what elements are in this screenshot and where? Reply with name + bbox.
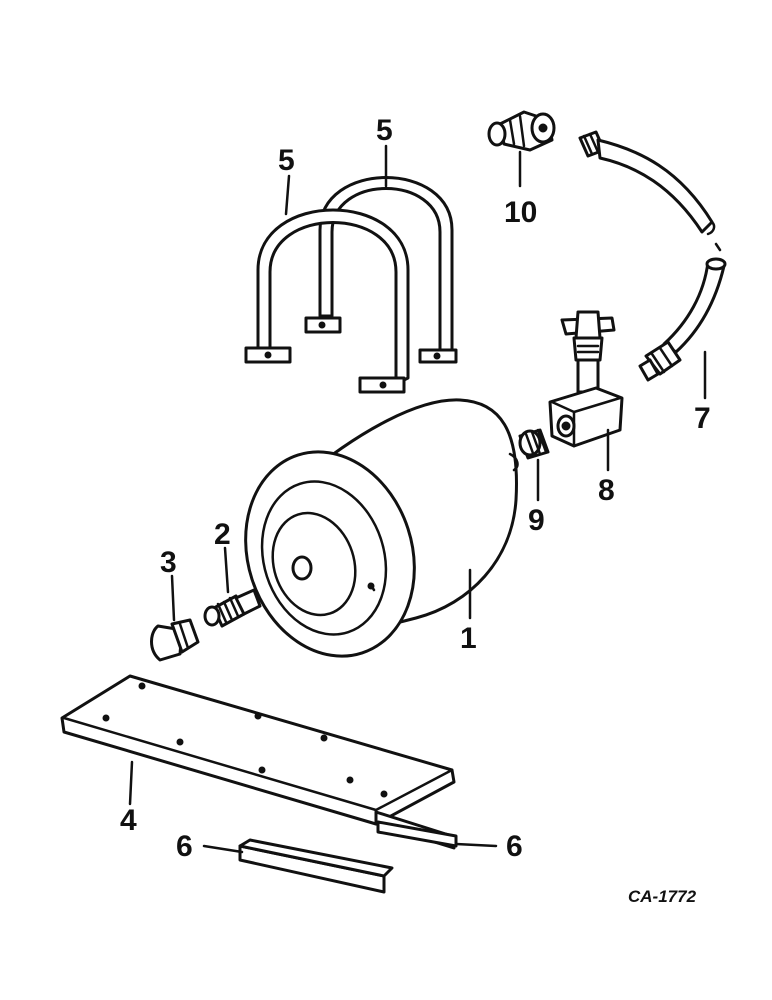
callout-5-right: 5: [376, 114, 393, 147]
plug-cap: [150, 618, 200, 662]
callout-9: 9: [528, 504, 545, 537]
callout-10: 10: [504, 196, 537, 229]
callout-4: 4: [120, 804, 137, 837]
angle-bracket-left: [238, 838, 394, 894]
callout-3: 3: [160, 546, 177, 579]
mounting-strap-rear: [304, 176, 458, 364]
flexible-hose: [578, 130, 727, 382]
callout-5-left: 5: [278, 144, 295, 177]
drawing-code: CA-1772: [628, 887, 697, 906]
callout-7: 7: [694, 402, 711, 435]
angle-bracket-right: [376, 820, 458, 848]
callout-6-left: 6: [176, 830, 193, 863]
callout-2: 2: [214, 518, 231, 551]
mounting-plate: [60, 674, 456, 850]
connector-fitting: [203, 588, 262, 628]
callout-8: 8: [598, 474, 615, 507]
callout-labels: 5 5 10 7 8 9 1 2 3 4 6 6: [120, 114, 711, 863]
air-tank: [244, 398, 519, 658]
tee-fitting: [487, 110, 556, 152]
drain-valve: [548, 310, 624, 448]
leader-lines: [128, 144, 707, 854]
mounting-strap-front: [244, 208, 410, 394]
pipe-nipple: [518, 428, 550, 460]
callout-1: 1: [460, 622, 477, 655]
callout-6-right: 6: [506, 830, 523, 863]
